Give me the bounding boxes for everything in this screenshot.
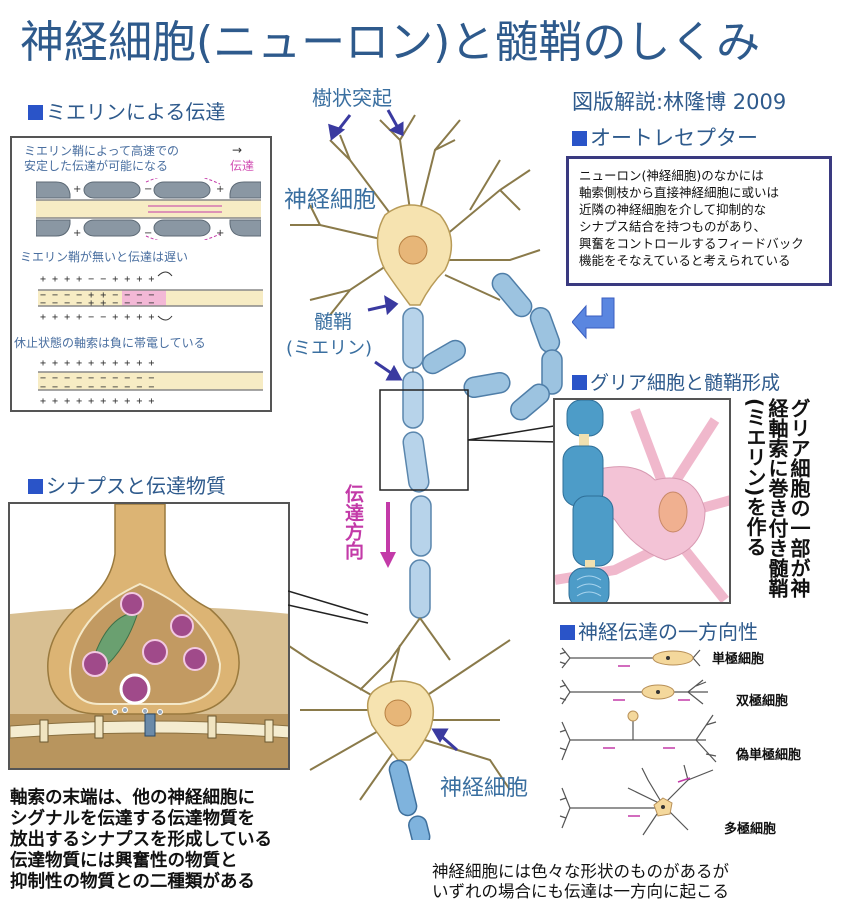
square-bullet-icon — [28, 479, 43, 494]
cell-type-unipolar: 単極細胞 — [712, 652, 765, 667]
dendrites-upper — [290, 114, 541, 316]
synapse-description: 軸索の末端は、他の神経細胞に シグナルを伝達する伝達物質を 放出するシナプスを形… — [10, 788, 272, 892]
label-myelin: 髄鞘 — [314, 311, 353, 333]
autoreceptor-description: ニューロン(神経細胞)のなかには 軸索側枝から直接神経細胞に或いは 近隣の神経細… — [566, 156, 832, 286]
section-heading-autoreceptor: オートレセプター — [572, 122, 758, 152]
return-arrow-icon — [572, 297, 615, 340]
myelin-conduction-panel: ミエリン鞘によって高速での 安定した伝達が可能になる → 伝達 ++ −− ++… — [10, 136, 272, 412]
legend-arrow-icon: → — [232, 143, 243, 157]
label-arrows — [328, 109, 458, 752]
glia-vertical-caption: グリア細胞の一部が神経軸索に巻き付き髄鞘(ミエリン)を作る — [743, 398, 811, 598]
svg-text:− − − − + + − −: − − − − + + − − − − — [40, 290, 154, 301]
glia-illustration — [553, 398, 731, 604]
cell-type-multipolar: 多極細胞 — [724, 822, 777, 837]
cell-types-diagram — [559, 647, 717, 836]
svg-text:−: − — [144, 184, 152, 195]
dendrites-lower — [279, 617, 511, 801]
neuron-diagram — [279, 109, 563, 840]
page-title: 神経細胞(ニューロン)と髄鞘のしくみ — [20, 17, 761, 68]
label-dendrite: 樹状突起 — [312, 86, 392, 110]
svg-text:+ + + + + + + +: + + + + + + + + + + — [40, 396, 154, 407]
svg-text:− − − − − − − −: − − − − − − − − − − — [40, 382, 154, 393]
square-bullet-icon — [572, 131, 587, 146]
section-heading-myelin-conduction: ミエリンによる伝達 — [28, 96, 225, 125]
resting-axon-diagram: + + + + + + + + + + − − − − − − − − − − … — [38, 358, 263, 407]
svg-text:− − − − + + − −: − − − − + + − − − − — [40, 298, 154, 309]
nucleus-lower — [384, 699, 412, 727]
credit: 図版解説:林隆博 2009 — [572, 90, 787, 114]
svg-text:+ + + + − − + +: + + + + − − + + + + — [40, 312, 154, 323]
label-neuron-upper: 神経細胞 — [284, 187, 376, 213]
section-heading-glia: グリア細胞と髄鞘形成 — [572, 368, 780, 395]
svg-text:+: + — [216, 184, 224, 195]
svg-text:+: + — [73, 184, 81, 195]
legend-label: 伝達 — [230, 159, 255, 173]
square-bullet-icon — [560, 625, 575, 640]
square-bullet-icon — [28, 105, 43, 120]
label-direction: 伝達方向 — [342, 484, 364, 560]
section-heading-synapse: シナプスと伝達物質 — [28, 470, 226, 499]
svg-text:+: + — [216, 228, 224, 239]
axon-collateral — [421, 272, 563, 421]
axon-main — [402, 307, 432, 619]
cell-type-bipolar: 双極細胞 — [736, 694, 789, 709]
axon-lower — [388, 759, 431, 840]
unmyelinated-axon-diagram: + + + + − − + + + + − − − − + + − − − − … — [38, 271, 263, 323]
caption-no-myelin: ミエリン鞘が無いと伝達は遅い — [20, 250, 189, 264]
svg-text:− − − − − − − −: − − − − − − − − − − — [40, 373, 154, 384]
nucleus-upper — [398, 235, 428, 265]
label-myelin-paren: (ミエリン) — [286, 338, 373, 359]
synapse-illustration — [8, 502, 290, 770]
caption-line: 安定した伝達が可能になる — [24, 159, 169, 173]
myelinated-axon-diagram: + + − − + + — [36, 178, 261, 240]
section-heading-one-way: 神経伝達の一方向性 — [560, 616, 758, 645]
square-bullet-icon — [572, 375, 587, 390]
label-neuron-lower: 神経細胞 — [440, 776, 529, 801]
synapse-callout-lines — [288, 590, 369, 624]
one-way-description: 神経細胞には色々な形状のものがあるが いずれの場合にも伝達は一方向に起こる — [432, 862, 729, 901]
svg-text:+: + — [73, 228, 81, 239]
svg-text:+ + + + + + + +: + + + + + + + + + + — [40, 358, 154, 369]
svg-text:−: − — [144, 228, 152, 239]
svg-text:+ + + + − − + +: + + + + − − + + + + — [40, 274, 154, 285]
cell-type-pseudo-unipolar: 偽単極細胞 — [736, 748, 802, 763]
caption-line: ミエリン鞘によって高速での — [24, 144, 180, 158]
direction-arrow-icon — [380, 502, 396, 568]
caption-resting: 休止状態の軸索は負に帯電している — [14, 336, 206, 350]
